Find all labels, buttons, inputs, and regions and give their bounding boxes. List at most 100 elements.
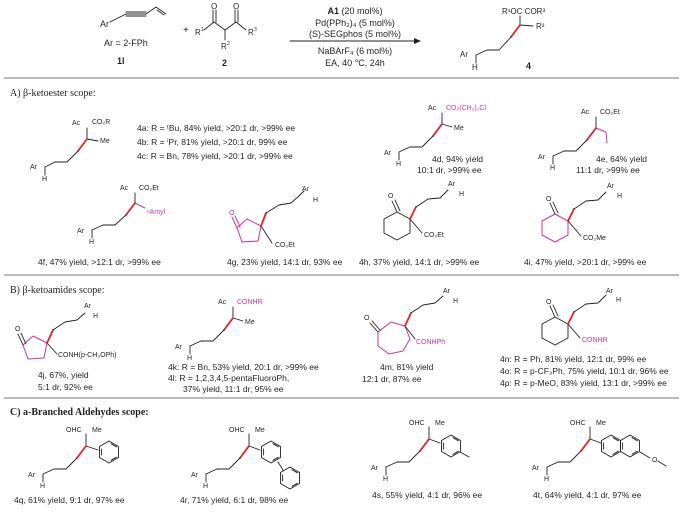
product-ar: Ar bbox=[460, 50, 468, 59]
entry-4q: 4q, 61% yield, 9:1 dr, 97% ee bbox=[14, 495, 125, 505]
r1-label: R bbox=[195, 28, 201, 37]
svg-text:Ar: Ar bbox=[532, 465, 540, 472]
svg-text:Ar: Ar bbox=[538, 154, 546, 161]
product-r2: R² bbox=[536, 22, 545, 31]
entry-4o: 4o: R = p-CF₃Ph, 75% yield, 10:1 dr, 96%… bbox=[500, 366, 669, 376]
svg-text:CO₂R: CO₂R bbox=[92, 119, 110, 126]
svg-text:Ac: Ac bbox=[581, 109, 590, 116]
structure-4e: Ac CO₂Et Ar H bbox=[538, 109, 620, 172]
svg-text:H: H bbox=[550, 165, 555, 172]
reaction-scheme: Ar Ar = 2-FPh 1l + O O R 1 R 2 R 3 2 bbox=[100, 2, 545, 72]
svg-text:O: O bbox=[211, 2, 217, 11]
entry-4m-selectivity: 12:1 dr, 87% ee bbox=[362, 374, 422, 384]
structure-4d: Ac CO₂(CH₂)₂Cl Me Ar H bbox=[384, 105, 486, 168]
entry-4c: 4c: R = Bn, 78% yield, >20:1 dr, >99% ee bbox=[137, 151, 293, 161]
svg-text:O: O bbox=[229, 210, 235, 217]
structure-4k-l: Ac CONHR Me Ar H bbox=[175, 299, 263, 362]
svg-text:Ar: Ar bbox=[77, 228, 85, 235]
entry-4e-yield: 4e, 64% yield bbox=[596, 154, 647, 164]
svg-text:OHC: OHC bbox=[409, 420, 425, 427]
condition-additive: NaBArF₄ (6 mol%) bbox=[318, 46, 392, 56]
svg-text:Ar: Ar bbox=[384, 150, 392, 157]
structure-4s: OHC Me Ar H bbox=[371, 420, 470, 483]
svg-text:H: H bbox=[459, 191, 464, 198]
plus-sign: + bbox=[183, 25, 189, 36]
svg-text:OHC: OHC bbox=[66, 427, 82, 434]
svg-text:Me: Me bbox=[100, 138, 110, 145]
svg-text:CO₂Et: CO₂Et bbox=[424, 232, 444, 239]
structure-4h: O CO₂Et Ar H bbox=[383, 181, 464, 241]
entry-4i: 4i, 47% yield, >20:1 dr, >99% ee bbox=[524, 257, 647, 267]
section-c-title: C) a-Branched Aldehydes scope: bbox=[10, 407, 149, 418]
svg-text:Ac: Ac bbox=[218, 299, 227, 306]
svg-text:CO₂(CH₂)₂Cl: CO₂(CH₂)₂Cl bbox=[446, 105, 486, 112]
entry-4h: 4h, 37% yield, 14:1 dr, >99% ee bbox=[359, 257, 480, 267]
entry-4m-yield: 4m, 81% yield bbox=[380, 362, 434, 372]
entry-4b: 4b: R = ⁱPr, 81% yield, >20:1 dr, 99% ee bbox=[137, 137, 288, 147]
svg-text:O: O bbox=[652, 457, 658, 464]
svg-text:H: H bbox=[617, 193, 622, 200]
condition-ligand: (S)-SEGphos (5 mol%) bbox=[309, 29, 401, 39]
svg-text:Ar: Ar bbox=[302, 186, 310, 193]
svg-text:Ar: Ar bbox=[448, 181, 456, 188]
entry-4l-name: 4l: R = 1,2,3,4,5-pentaFluoroPh, bbox=[168, 373, 289, 383]
svg-text:Ar: Ar bbox=[84, 303, 92, 310]
svg-text:2: 2 bbox=[227, 41, 230, 47]
structure-4m: O CONHPh Ar H bbox=[364, 288, 458, 355]
svg-text:Ar: Ar bbox=[28, 472, 36, 479]
entry-4e-selectivity: 11:1 dr, >99% ee bbox=[576, 165, 640, 175]
product-4: R¹OC COR³ R² Ar H 4 bbox=[460, 7, 545, 72]
enyne-1l: Ar Ar = 2-FPh 1l bbox=[100, 6, 167, 66]
svg-text:Ar: Ar bbox=[607, 183, 615, 190]
section-a-title: A) β-ketoester scope: bbox=[10, 88, 96, 99]
compound-id-1l: 1l bbox=[117, 56, 125, 66]
product-h: H bbox=[472, 63, 478, 72]
svg-text:H: H bbox=[42, 176, 47, 183]
svg-text:O: O bbox=[233, 2, 239, 11]
entry-4j-yield: 4j, 67%, yield bbox=[38, 370, 89, 380]
entry-4j-selectivity: 5:1 dr, 92% ee bbox=[38, 382, 93, 392]
svg-text:Ar: Ar bbox=[191, 472, 199, 479]
svg-text:H: H bbox=[313, 197, 318, 204]
svg-text:Me: Me bbox=[255, 427, 265, 434]
entry-4s: 4s, 55% yield, 4:1 dr, 96% ee bbox=[372, 490, 482, 500]
entry-4f: 4f, 47% yield, >12:1 dr, >99% ee bbox=[38, 257, 161, 267]
svg-text:H: H bbox=[383, 476, 388, 483]
svg-text:H: H bbox=[453, 298, 458, 305]
entry-4l-yield: 37% yield, 11:1 dr, 95% ee bbox=[183, 384, 284, 394]
svg-text:Ar: Ar bbox=[30, 164, 38, 171]
structure-4f: Ac CO₂Et ⁿAmyl Ar H bbox=[77, 185, 166, 246]
svg-text:H: H bbox=[89, 239, 94, 246]
svg-text:Ar: Ar bbox=[443, 288, 451, 295]
structure-4i: O CO₂Me Ar H bbox=[541, 183, 622, 243]
svg-text:H: H bbox=[396, 161, 401, 168]
entry-4p: 4p: R = p-MeO, 83% yield, 13:1 dr, >99% … bbox=[500, 378, 667, 388]
svg-text:O: O bbox=[364, 315, 370, 322]
svg-text:ⁿAmyl: ⁿAmyl bbox=[147, 209, 166, 216]
alkyne-definition: Ar = 2-FPh bbox=[104, 38, 148, 48]
structure-4t: OHC Me O Ar H bbox=[532, 420, 667, 483]
entry-4t: 4t, 64% yield, 4:1 dr, 97% ee bbox=[533, 490, 641, 500]
structure-4r: OHC Me Ar H bbox=[191, 427, 300, 490]
entry-4k: 4k: R = Bn, 53% yield, 20:1 dr, >99% ee bbox=[168, 362, 319, 372]
r3-label: R bbox=[248, 28, 254, 37]
dicarbonyl-2: O O R 1 R 2 R 3 2 bbox=[195, 2, 257, 68]
svg-text:CO₂Et: CO₂Et bbox=[139, 185, 159, 192]
structure-4n-p: O CONHR Ar H bbox=[541, 288, 621, 346]
svg-text:Me: Me bbox=[454, 125, 464, 132]
condition-solvent-temp: EA, 40 °C, 24h bbox=[325, 58, 385, 68]
svg-text:Ac: Ac bbox=[72, 120, 81, 127]
svg-text:Ac: Ac bbox=[120, 185, 129, 192]
section-b-title: B) β-ketoamides scope: bbox=[10, 285, 105, 296]
svg-text:O: O bbox=[546, 196, 552, 203]
entry-4d-selectivity: 10:1 dr, >99% ee bbox=[417, 165, 482, 175]
condition-pd: Pd(PPh₃)₄ (5 mol%) bbox=[315, 18, 395, 28]
structure-4q: OHC Me Ar H bbox=[28, 427, 119, 490]
svg-text:O: O bbox=[15, 326, 21, 333]
svg-text:O: O bbox=[546, 299, 552, 306]
svg-text:H: H bbox=[616, 297, 621, 304]
svg-text:Ac: Ac bbox=[428, 105, 437, 112]
alkyne-ar-label: Ar bbox=[100, 19, 109, 29]
product-acyl-groups: R¹OC COR³ bbox=[502, 7, 545, 16]
